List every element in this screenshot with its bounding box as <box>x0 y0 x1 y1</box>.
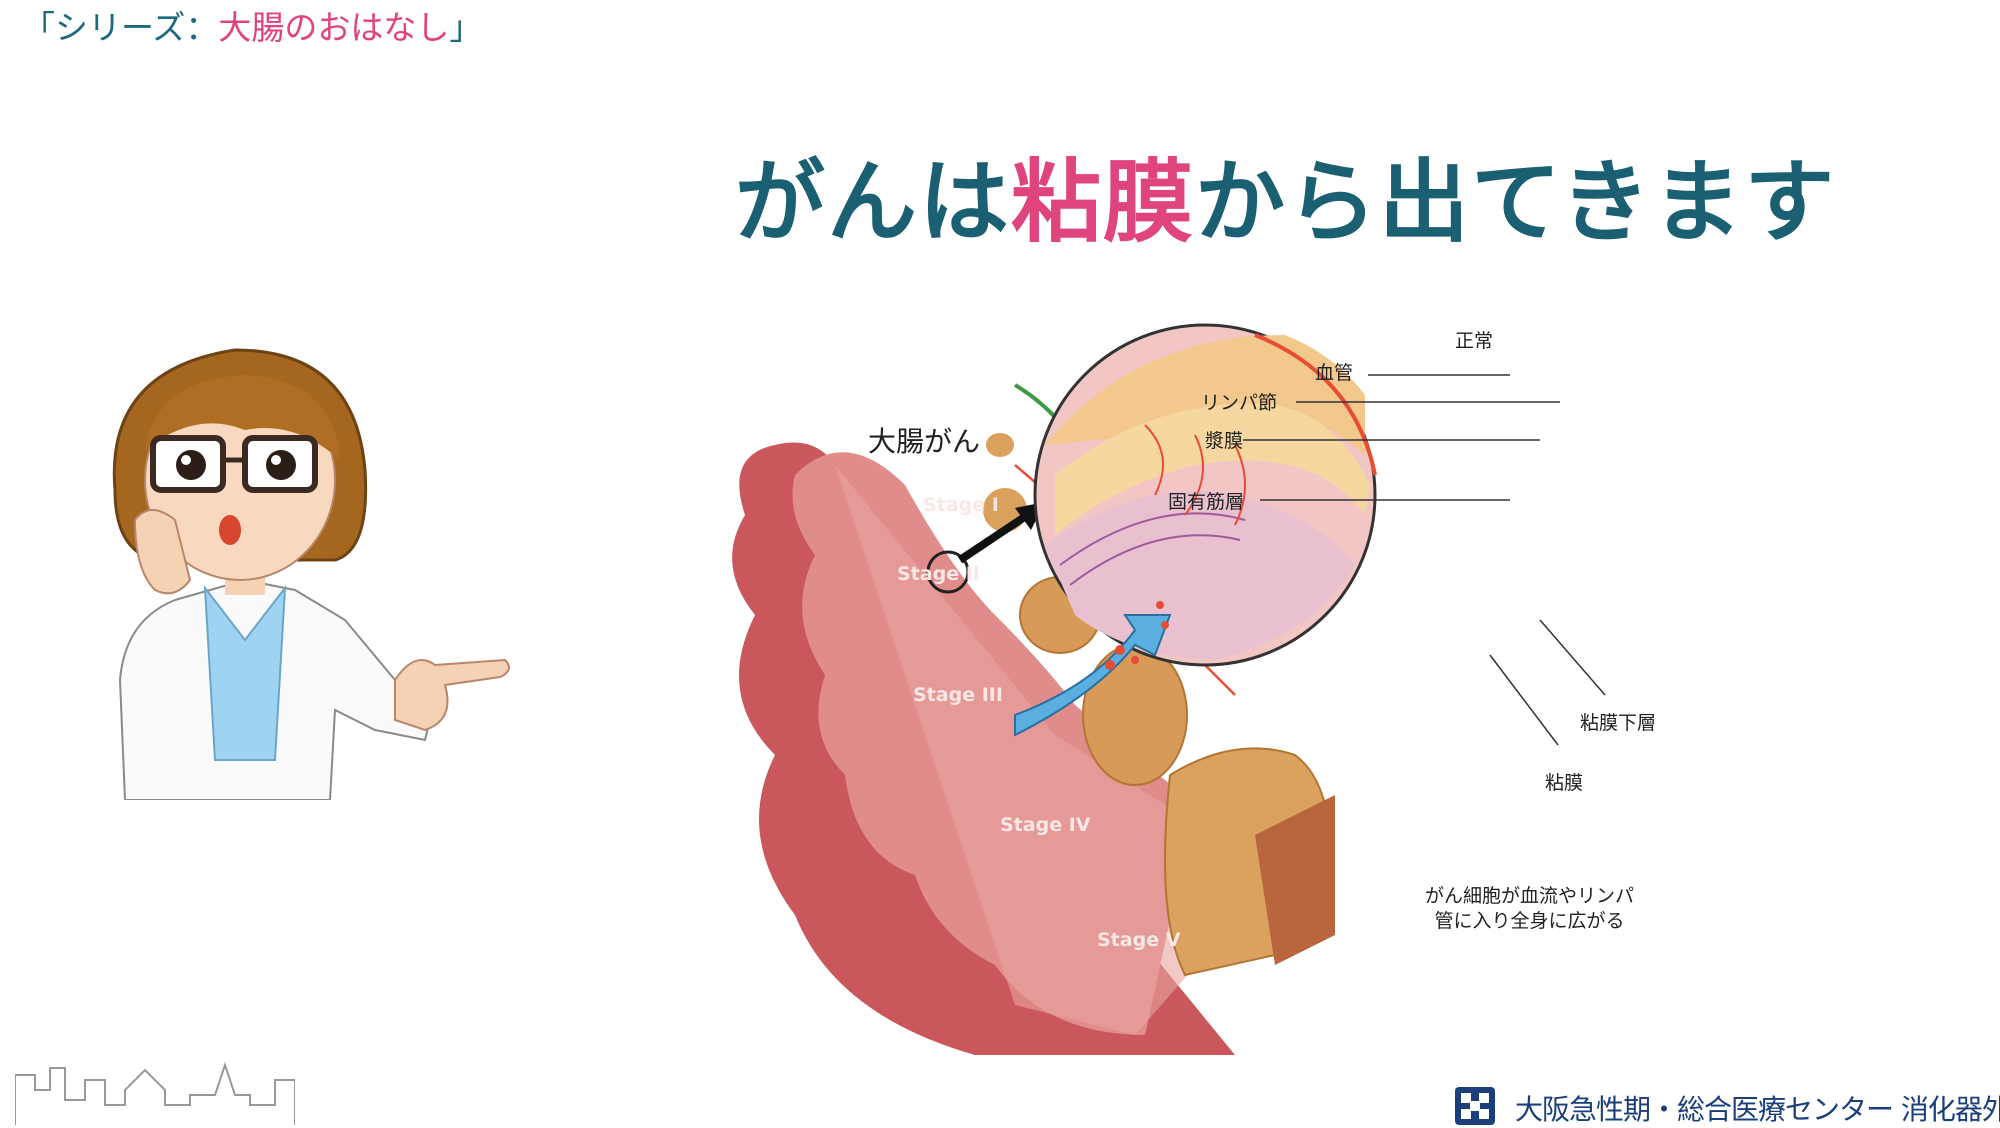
stage-label: Stage V <box>1097 929 1181 951</box>
label-submucosa: 粘膜下層 <box>1580 712 1657 734</box>
series-prefix: 「シリーズ： <box>22 8 219 47</box>
label-muscularis: 固有筋層 <box>1168 491 1245 513</box>
stage-label: Stage I <box>923 494 999 516</box>
doctor-illustration <box>112 348 510 800</box>
series-name: 大腸のおはなし <box>218 8 450 47</box>
title-part-3: から出てきます <box>1195 150 1837 255</box>
hospital-logo-icon <box>1455 1087 1495 1125</box>
slide-title: がんは粘膜から出てきます <box>735 148 1836 258</box>
title-highlight: 粘膜 <box>1011 150 1195 255</box>
label-lymph-node: リンパ節 <box>1201 392 1278 414</box>
label-serosa: 漿膜 <box>1205 430 1244 452</box>
spread-caption-line-1: がん細胞が血流やリンパ <box>1425 885 1635 907</box>
label-blood-vessel: 血管 <box>1315 362 1354 384</box>
series-header: 「シリーズ：大腸のおはなし」 <box>22 4 482 52</box>
title-part-1: がんは <box>735 150 1011 255</box>
label-mucosa: 粘膜 <box>1545 772 1584 794</box>
skyline-logo <box>15 1061 295 1125</box>
stage-label: Stage IV <box>1000 814 1091 836</box>
hospital-name: 大阪急性期・総合医療センター 消化器外科 <box>1515 1093 2000 1126</box>
spread-caption: がん細胞が血流やリンパ 管に入り全身に広がる <box>1425 884 1634 934</box>
colon-cancer-illustration <box>732 323 1377 1055</box>
spread-caption-line-2: 管に入り全身に広がる <box>1434 910 1625 932</box>
series-suffix: 」 <box>449 8 483 47</box>
stage-label: Stage II <box>897 563 980 585</box>
label-normal: 正常 <box>1455 330 1494 352</box>
stage-label: Stage III <box>913 684 1003 706</box>
diagram-title: 大腸がん <box>868 425 981 458</box>
